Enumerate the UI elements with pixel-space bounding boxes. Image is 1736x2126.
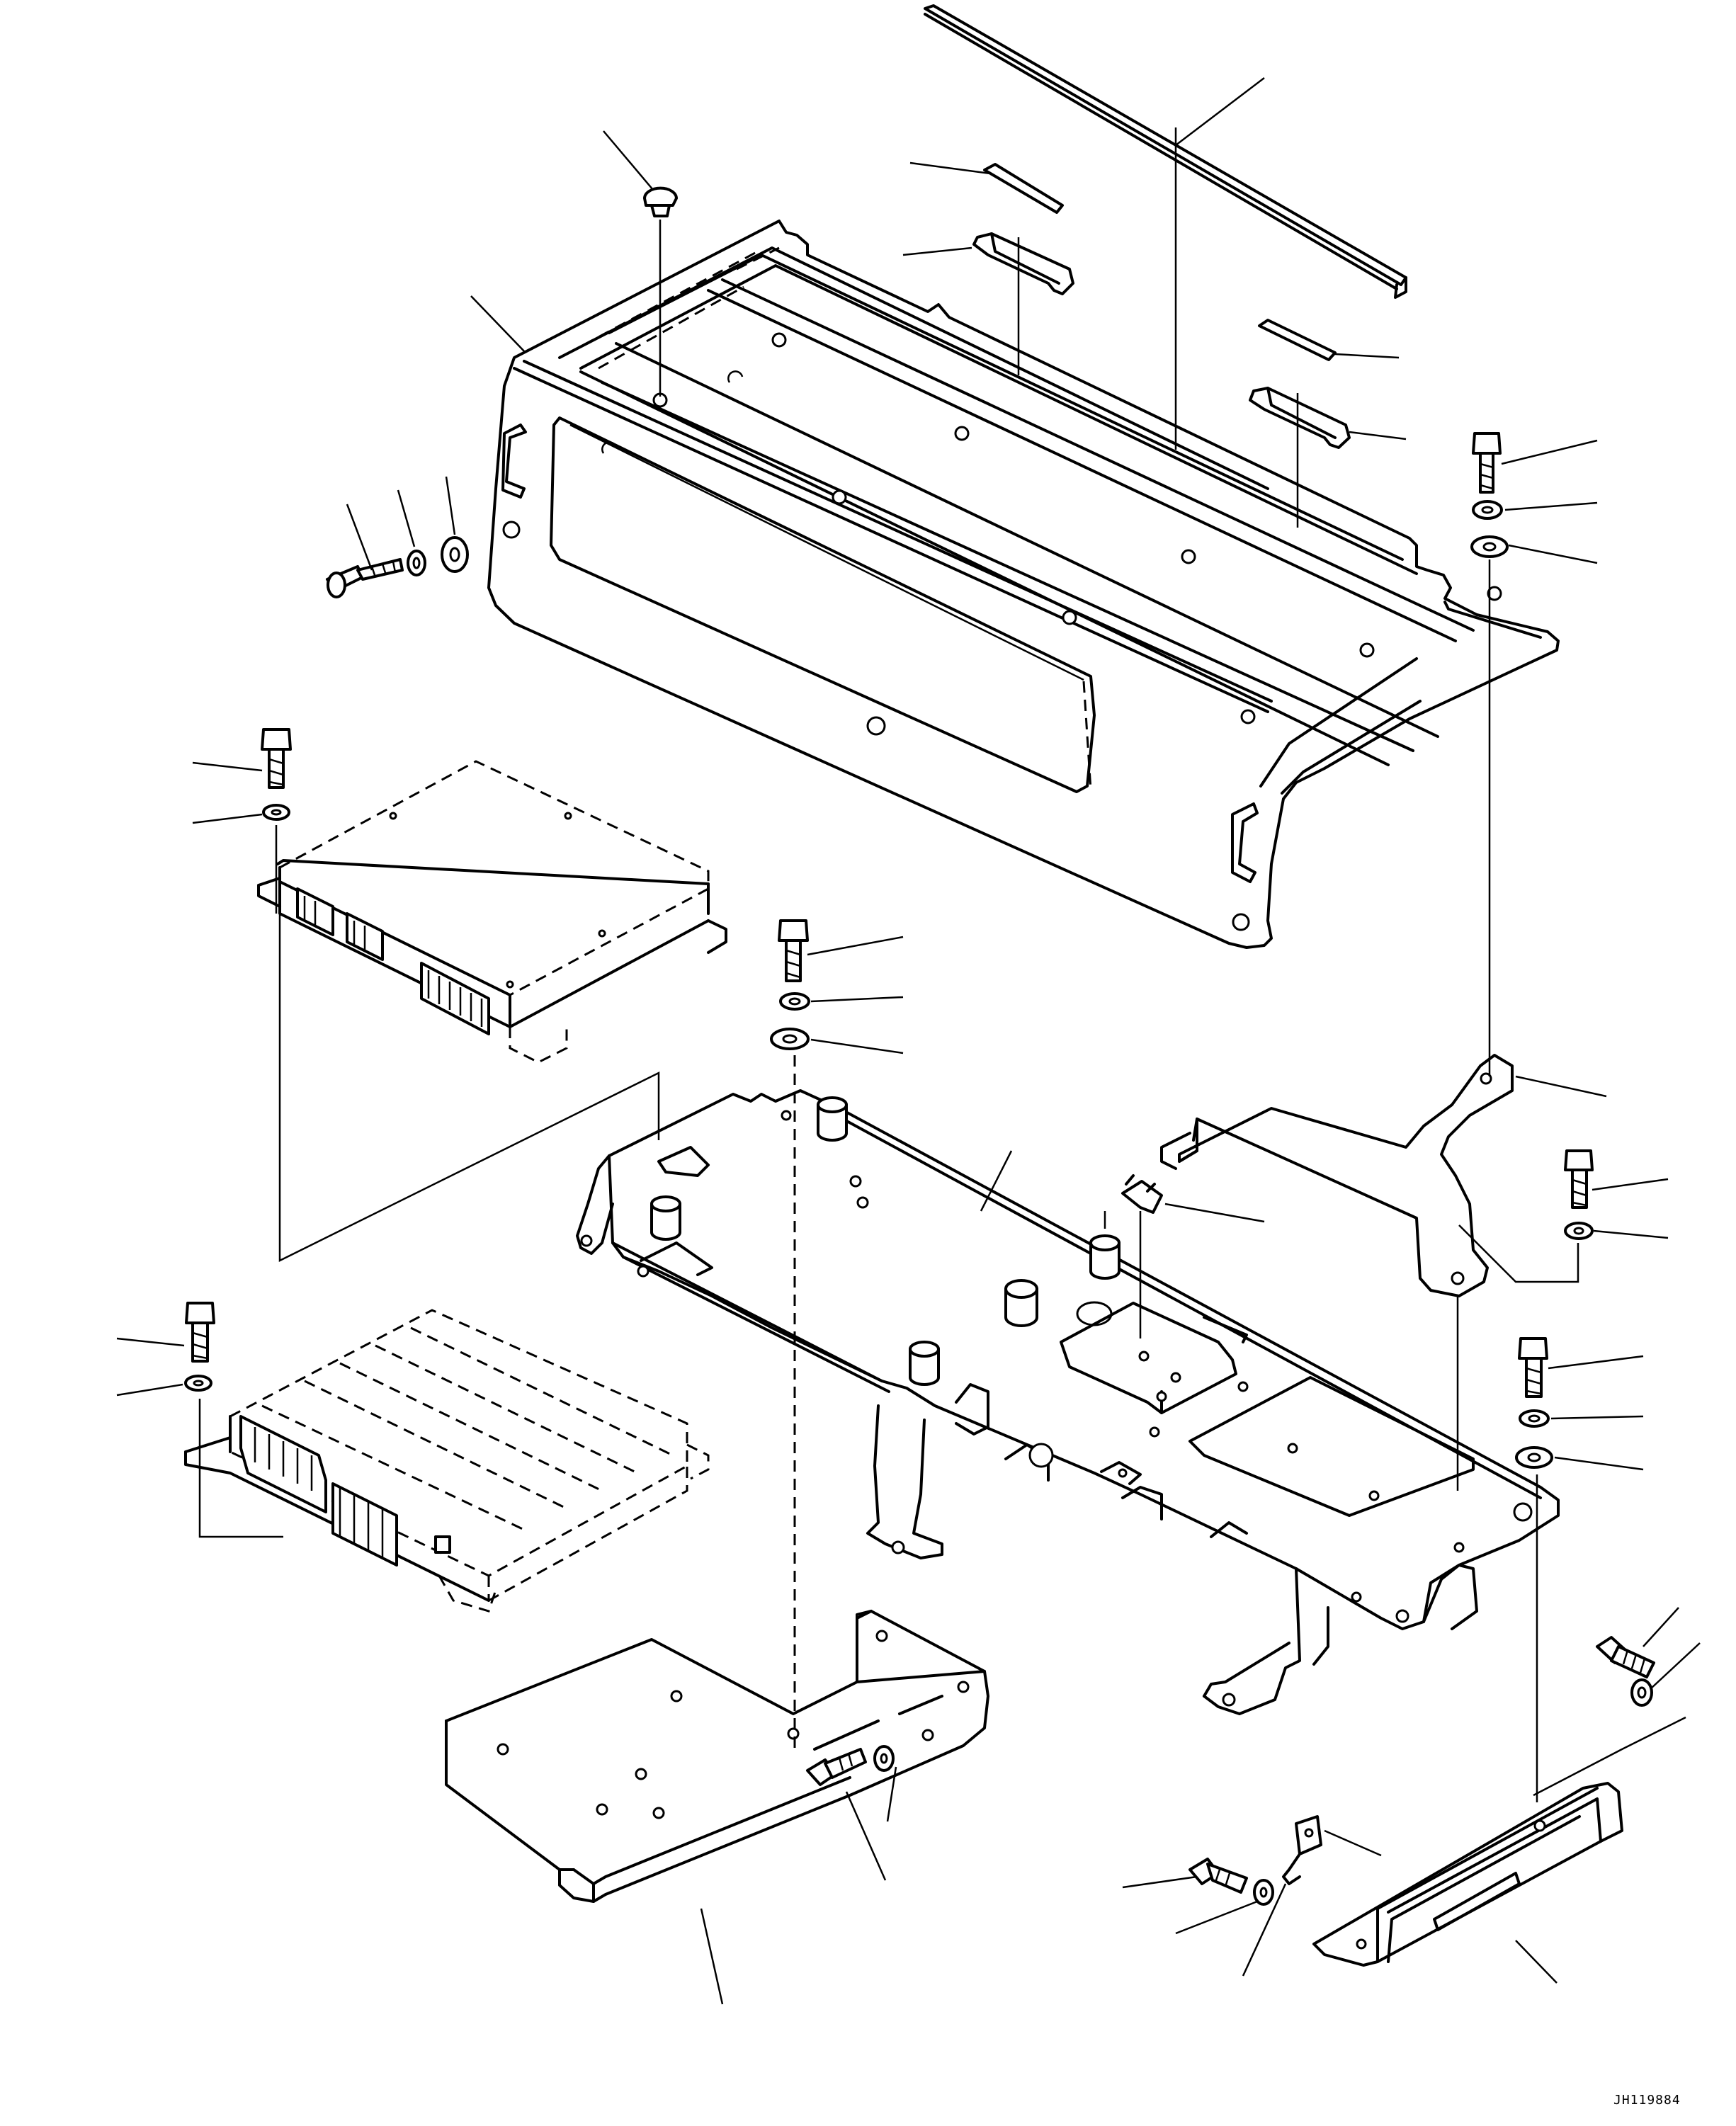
controller-upper: [257, 760, 727, 1064]
right-mount-bracket: [1312, 1782, 1623, 1967]
bolts: [185, 432, 1655, 1894]
top-strip: [924, 4, 1407, 299]
side-plate: [1160, 1054, 1514, 1297]
rear-bracket: [445, 1610, 989, 1903]
assembly-lines: [198, 127, 1686, 1857]
controller-lower: [184, 1309, 710, 1613]
cushion-pads: [972, 163, 1351, 449]
clip: [1121, 1174, 1322, 1885]
main-bracket: [576, 1089, 1560, 1715]
washers: [184, 500, 1653, 1906]
plug-clip: [643, 186, 678, 217]
leader-lines: [116, 77, 1701, 2005]
drawing-reference-code: JH119884: [1613, 2093, 1681, 2108]
top-cover: [487, 220, 1560, 949]
